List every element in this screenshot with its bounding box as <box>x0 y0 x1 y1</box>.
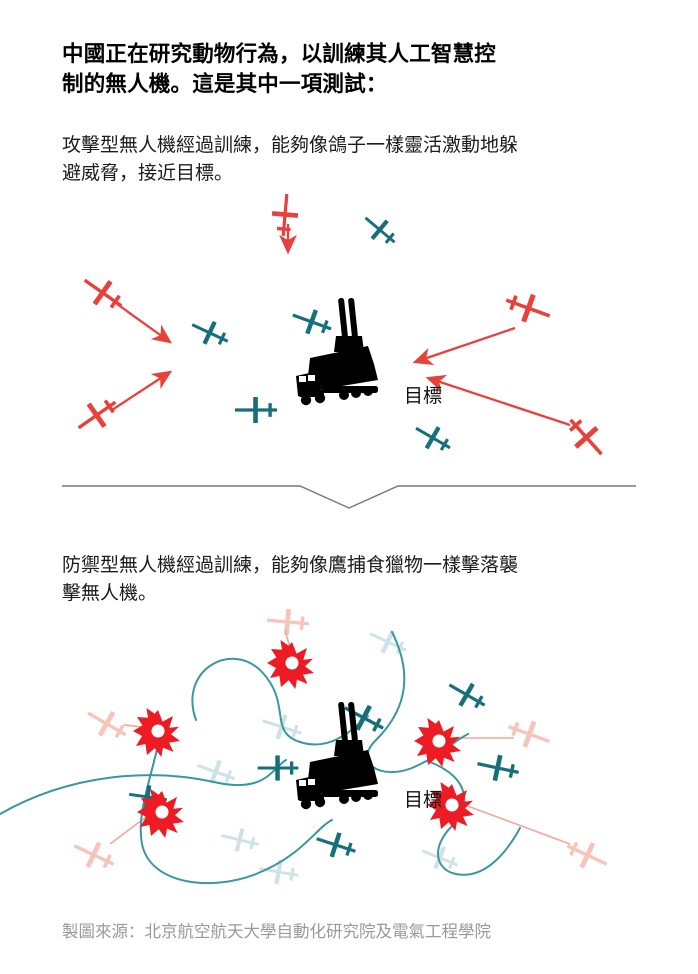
attack-vector <box>116 303 173 344</box>
defender-drone <box>312 826 360 864</box>
ghost-defender-drone <box>257 856 301 888</box>
page-title: 中國正在研究動物行為，以訓練其人工智慧控 制的無人機。這是其中一項測試： <box>62 42 497 97</box>
defender-drone <box>288 303 336 341</box>
defender-drone <box>234 396 278 424</box>
ghost-attacker-drone <box>561 833 613 877</box>
target-launcher <box>296 298 378 406</box>
downed-trail <box>461 803 571 845</box>
defender-drone <box>357 208 403 252</box>
defend-diagram: 目標 <box>0 592 698 902</box>
attacker-drone <box>501 286 555 330</box>
target-label: 目標 <box>404 789 442 811</box>
intercept-path <box>0 759 287 815</box>
defender-drone <box>409 417 457 459</box>
intercept-burst <box>427 782 474 831</box>
intercept-path-group <box>0 631 521 885</box>
source-credit: 製圖來源：北京航空航天大學自動化研究院及電氣工程學院 <box>62 923 491 941</box>
defend-panel-caption: 防禦型無人機經過訓練，能夠像鷹捕食獵物一樣擊落襲 擊無人機。 <box>62 555 519 605</box>
defender-drone-group <box>186 208 457 459</box>
attacker-drone <box>559 410 613 464</box>
intercept-path <box>191 657 369 746</box>
defender-drone <box>257 755 299 781</box>
defender-drone <box>443 673 491 717</box>
ghost-attacker-drone <box>503 713 555 755</box>
intercept-burst <box>133 708 180 757</box>
attacker-drone <box>70 390 124 440</box>
ghost-defender-drone <box>218 823 262 857</box>
ghost-attacker-drone <box>265 607 311 637</box>
attack-vector <box>412 326 516 365</box>
ghost-attacker-drone <box>68 833 120 877</box>
attack-vector-group <box>111 224 571 427</box>
intercept-burst <box>267 640 314 689</box>
intercept-burst <box>137 789 184 838</box>
panel-divider <box>0 470 698 516</box>
attack-vector <box>111 370 173 411</box>
defender-drone <box>474 750 522 786</box>
ghost-defender-group <box>193 622 463 888</box>
attacker-drone <box>76 268 130 318</box>
ghost-defender-drone <box>364 622 412 662</box>
attack-vector <box>425 374 571 427</box>
target-label: 目標 <box>404 385 442 407</box>
ghost-attacker-drone <box>81 701 133 747</box>
defender-drone <box>186 313 234 353</box>
target-launcher <box>296 702 378 810</box>
attacker-drone <box>270 192 300 238</box>
downed-trail <box>109 813 151 845</box>
intercept-path <box>429 761 521 876</box>
intercept-burst <box>414 718 461 767</box>
intercept-burst-group <box>133 640 474 838</box>
attack-diagram: 目標 <box>0 170 698 470</box>
attack-panel-caption: 攻擊型無人機經過訓練，能夠像鴿子一樣靈活激動地躲 避威脅，接近目標。 <box>62 135 519 185</box>
